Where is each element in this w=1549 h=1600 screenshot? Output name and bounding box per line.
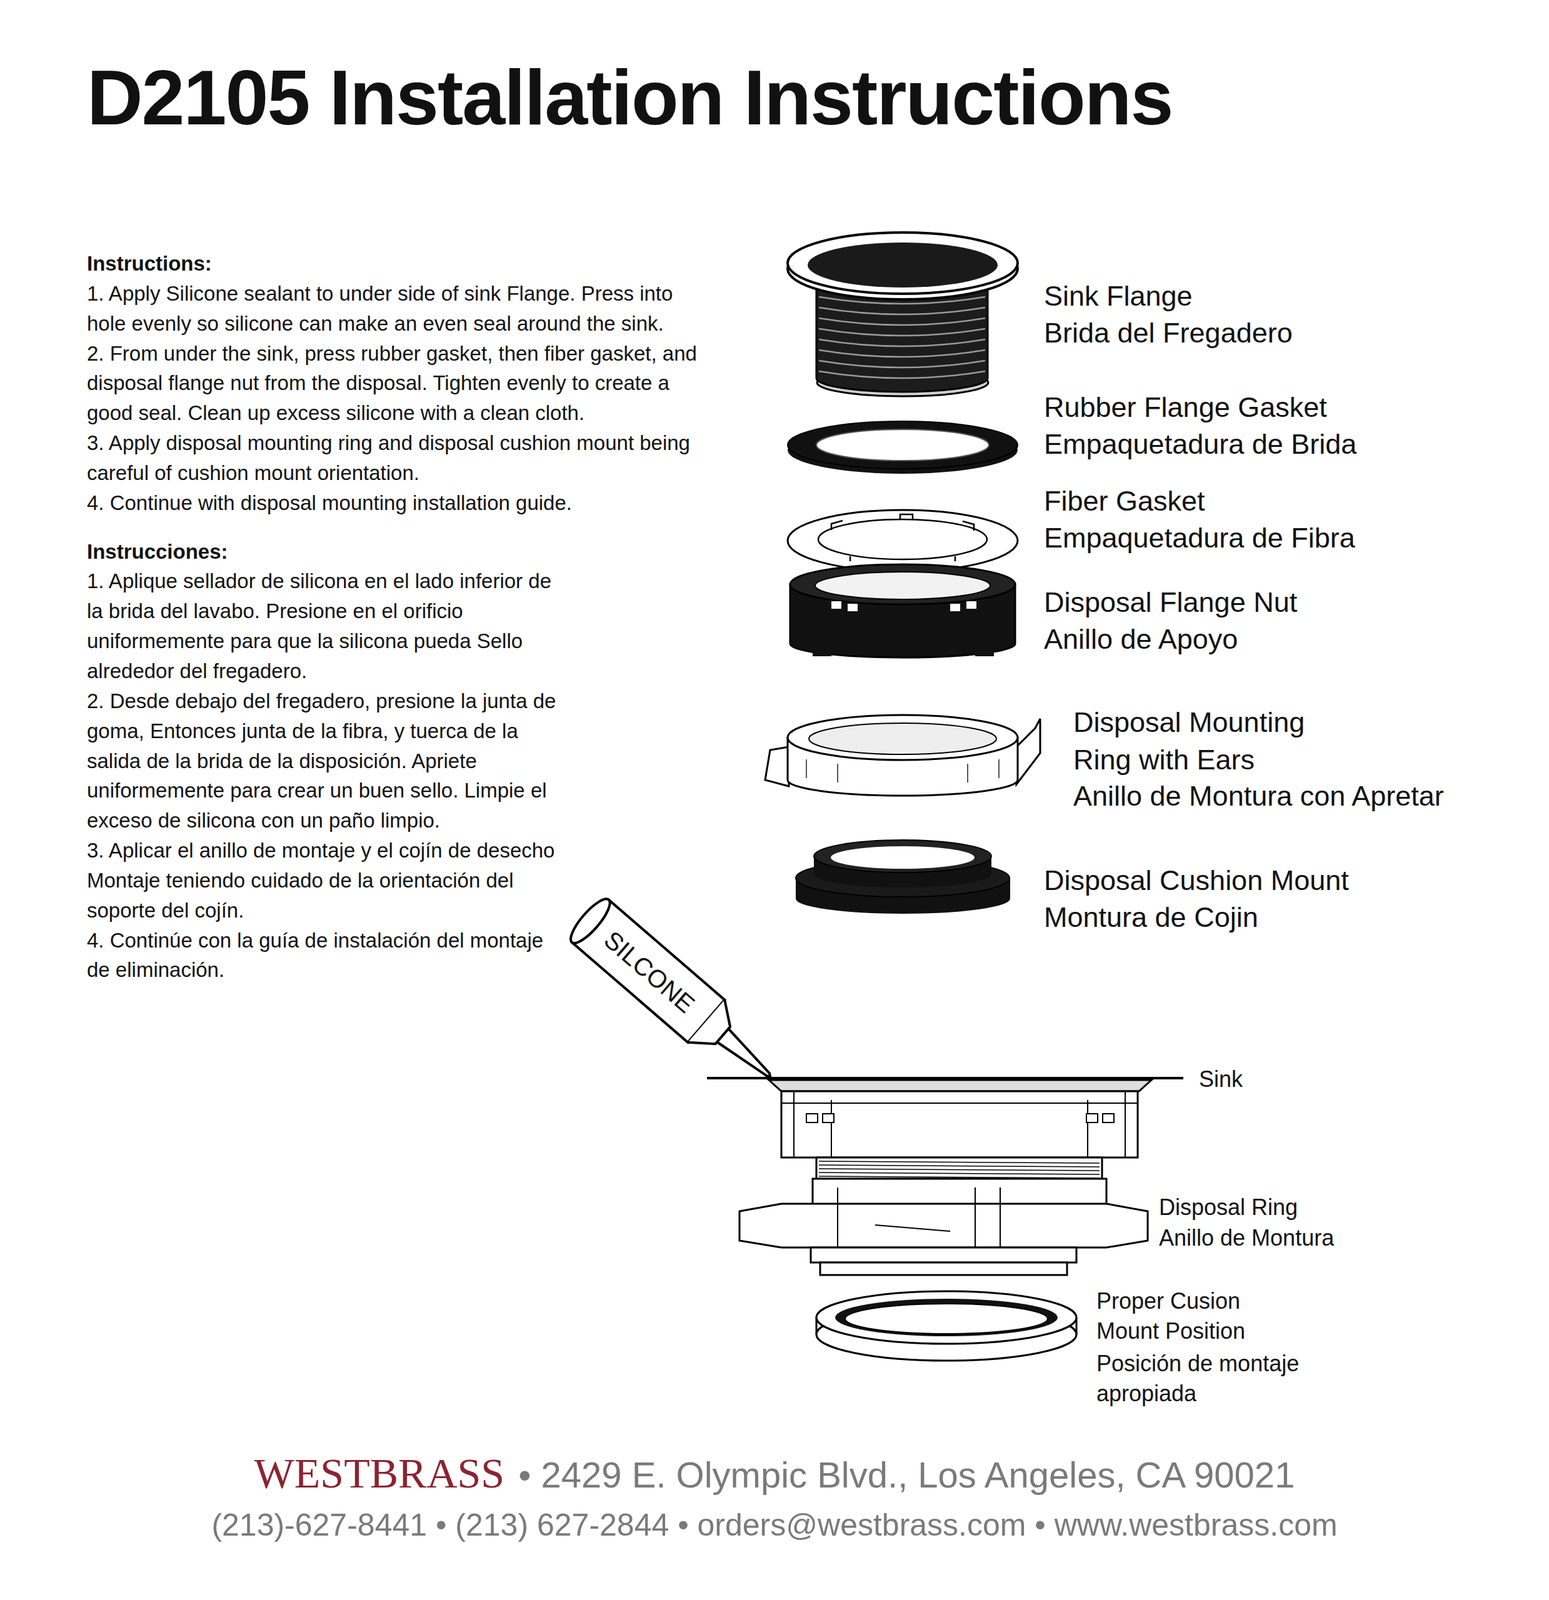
sink-flange — [787, 232, 1018, 397]
part-label: Anillo de Apoyo — [1043, 620, 1238, 659]
silicone-tube — [565, 893, 789, 1098]
thread-line — [818, 360, 986, 368]
cushion-band — [835, 1298, 1058, 1337]
instruction-step: 4. Continue with disposal mounting insta… — [86, 488, 700, 519]
ring-bottom — [820, 1262, 1068, 1276]
part-label: Disposal Cushion Mount — [1043, 862, 1349, 900]
cushion-opening — [845, 1303, 1048, 1334]
thread-lines — [818, 1161, 1100, 1179]
fiber-inner — [818, 519, 988, 560]
part-label: Posición de montaje apropiada — [1096, 1348, 1341, 1409]
thread-line — [818, 350, 986, 357]
housing-slot — [806, 1113, 818, 1123]
brand-name: WESTBRASS — [254, 1448, 506, 1499]
mounting-ring — [765, 715, 1041, 796]
nut-slot — [950, 603, 961, 612]
instruction-step: 1. Aplique sellador de silicona en el la… — [86, 566, 562, 686]
nut-slot — [831, 601, 842, 609]
contact-line: (213)-627-8441 • (213) 627-2844 • orders… — [0, 1507, 1549, 1544]
nut-hole — [815, 571, 991, 600]
thread-line — [818, 1172, 1100, 1175]
instruction-step: 3. Apply disposal mounting ring and disp… — [86, 428, 700, 489]
ring-lines — [837, 1187, 1001, 1248]
nut-slot — [847, 603, 858, 612]
thread-section — [816, 1157, 1103, 1179]
thread-line — [818, 1161, 1100, 1164]
ring-ear — [1016, 718, 1041, 785]
cushion-collar-top — [813, 840, 992, 873]
thread-line — [818, 307, 986, 315]
part-label: Anillo de Montura — [1158, 1223, 1334, 1254]
sink-line — [706, 1077, 1184, 1080]
instructions-column: Instructions:1. Apply Silicone sealant t… — [86, 248, 712, 986]
nut-tab — [812, 650, 832, 657]
part-label: Empaquetadura de Fibra — [1043, 519, 1356, 557]
part-label: Empaquetadura de Brida — [1043, 425, 1357, 464]
cushion-mount — [795, 840, 1011, 914]
instruction-step: 1. Apply Silicone sealant to under side … — [86, 278, 700, 339]
cushion-top — [816, 1291, 1077, 1344]
address: • 2429 E. Olympic Blvd., Los Angeles, CA… — [518, 1453, 1295, 1496]
ring-ribs — [806, 759, 999, 783]
instruction-step: 2. From under the sink, press rubber gas… — [86, 338, 700, 429]
flange-opening — [807, 242, 998, 288]
fiber-notches — [831, 514, 974, 562]
part-label: Fiber Gasket — [1043, 482, 1206, 521]
part-label: Montura de Cojin — [1043, 898, 1259, 937]
ring-ear — [765, 746, 789, 787]
part-label: Rubber Flange Gasket — [1043, 388, 1328, 427]
part-label: Proper Cusion Mount Position — [1096, 1286, 1284, 1347]
gasket-face — [787, 421, 1018, 469]
fiber-gasket — [787, 510, 1018, 572]
housing-lines — [781, 1091, 1138, 1158]
rubber-gasket — [787, 421, 1018, 474]
part-label: Disposal Flange Nut — [1043, 583, 1298, 622]
nut-top — [790, 564, 1016, 605]
fiber-outer — [787, 510, 1018, 572]
nut-slot — [966, 601, 977, 609]
ring-flange — [739, 1203, 1148, 1248]
instruction-step: 3. Aplicar el anillo de montaje y el coj… — [86, 835, 562, 926]
part-label: Sink — [1198, 1064, 1243, 1095]
footer-line: WESTBRASS • 2429 E. Olympic Blvd., Los An… — [0, 1448, 1549, 1499]
thread-line — [818, 371, 986, 379]
page-title: D2105 Installation Instructions — [86, 55, 1173, 141]
ring-hole — [808, 723, 997, 755]
thread-line — [818, 339, 986, 347]
part-label: Anillo de Montura con Apretar — [1073, 777, 1444, 816]
flange-housing — [781, 1091, 1138, 1158]
thread-line — [818, 1168, 1100, 1171]
nut-tab — [975, 650, 994, 657]
housing-slot — [1102, 1113, 1114, 1123]
tube-nozzle — [716, 1028, 776, 1084]
flange-lip-section — [768, 1080, 1152, 1092]
housing-slot — [1086, 1113, 1098, 1123]
cushion-hole — [830, 846, 975, 869]
flange-lip — [787, 232, 1018, 294]
part-label: Brida del Fregadero — [1043, 314, 1293, 352]
instruction-step: 2. Desde debajo del fregadero, presione … — [86, 686, 562, 836]
thread-line — [818, 328, 986, 336]
part-label: Disposal Mounting Ring with Ears — [1073, 703, 1355, 779]
instruction-step: 4. Continúe con la guía de instalación d… — [86, 925, 562, 986]
footer: WESTBRASS • 2429 E. Olympic Blvd., Los An… — [0, 1448, 1549, 1544]
part-label: Sink Flange — [1043, 277, 1193, 316]
flange-nut — [790, 564, 1016, 658]
section-heading: Instrucciones: — [86, 536, 562, 567]
section-heading: Instructions: — [86, 248, 700, 279]
ring-top — [787, 715, 1018, 761]
gasket-hole — [816, 429, 989, 461]
part-label: Disposal Ring — [1158, 1192, 1298, 1223]
housing-slot — [822, 1113, 834, 1123]
ring-lower — [810, 1247, 1077, 1263]
ring-upper — [812, 1178, 1107, 1206]
thread-line — [818, 1165, 1100, 1168]
thread-line — [818, 318, 986, 326]
